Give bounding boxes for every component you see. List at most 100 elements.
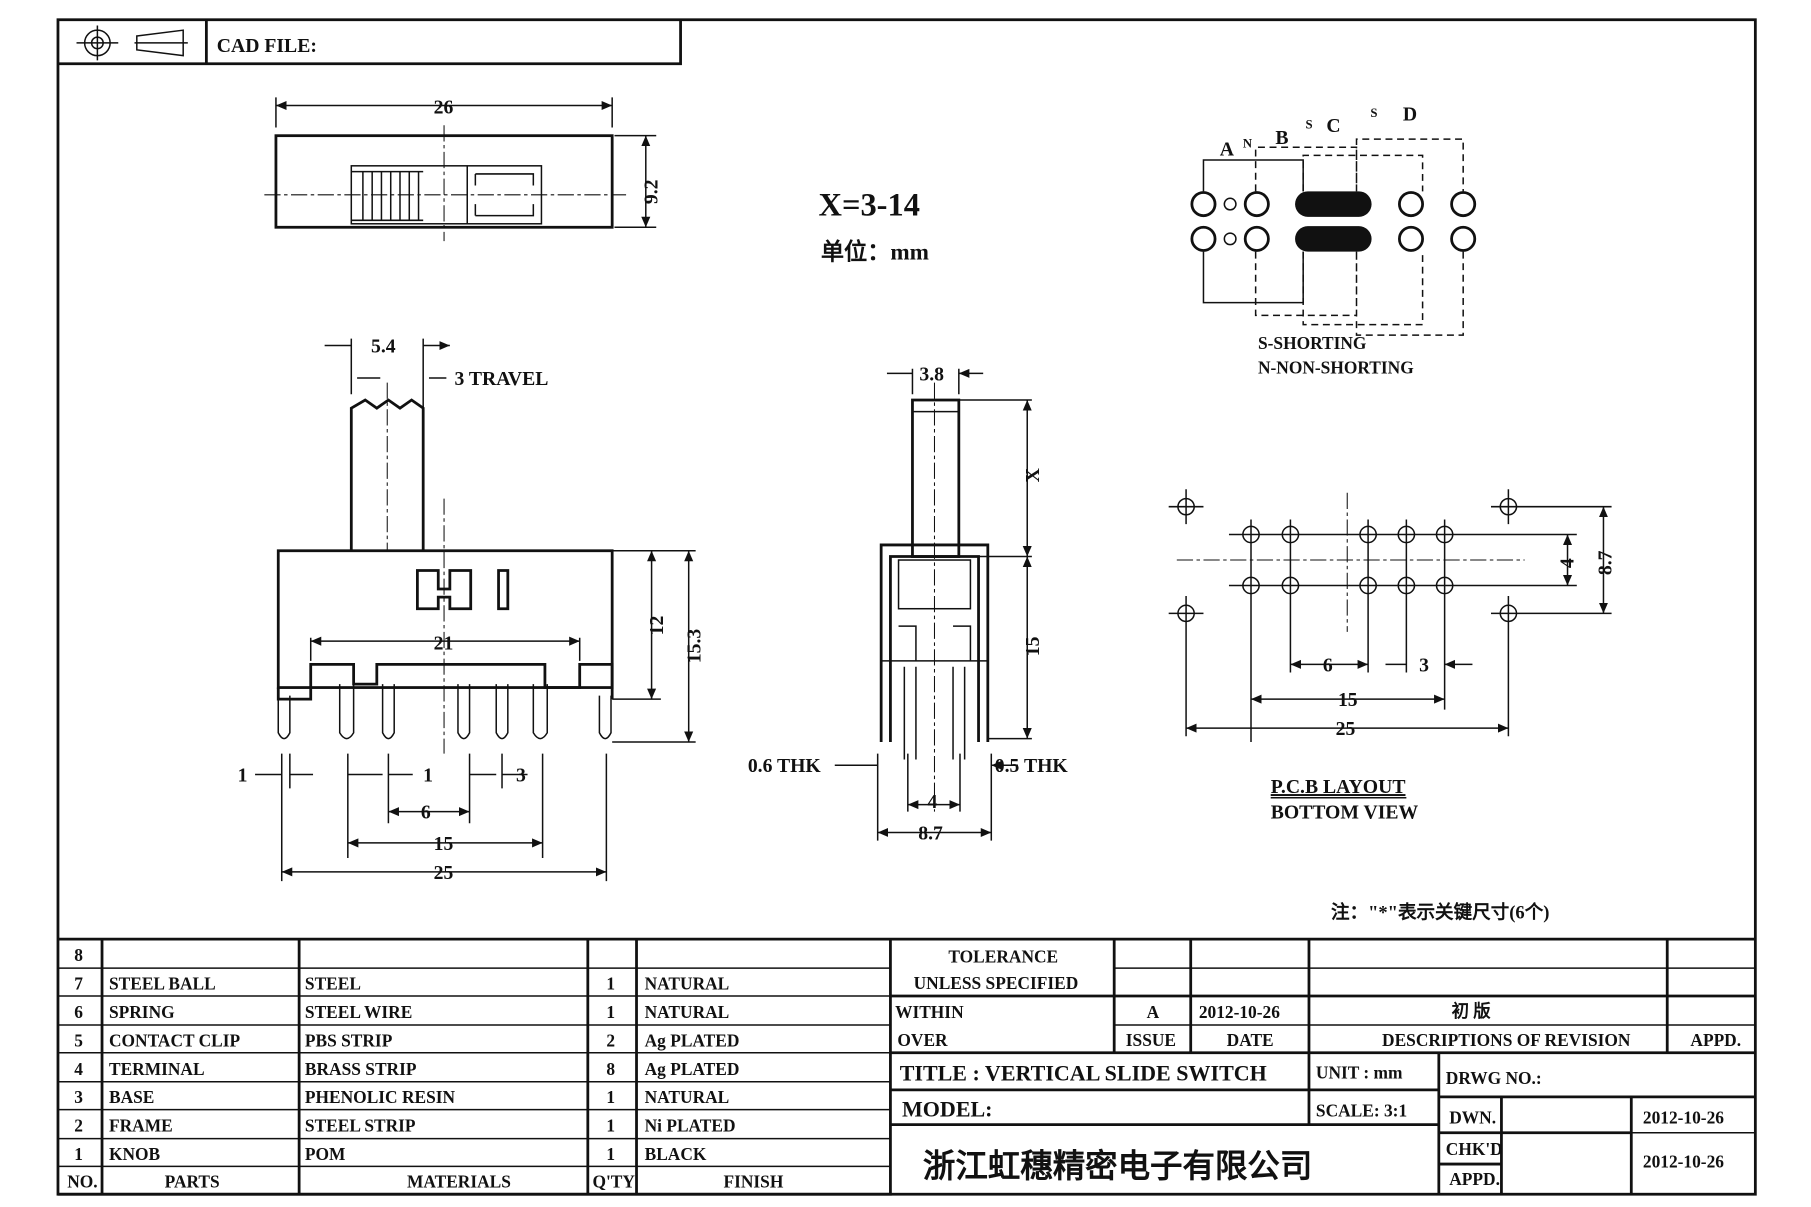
travel-label: 3 TRAVEL xyxy=(454,368,548,390)
header-no: NO. xyxy=(67,1172,97,1191)
pcb-dim-6: 6 xyxy=(1323,654,1333,676)
header-parts: PARTS xyxy=(165,1172,220,1191)
front-view: 5.4 3 TRAVEL 21 12 15.3 1 1 3 6 15 25 xyxy=(238,335,705,884)
bom-no: 1 xyxy=(74,1145,83,1164)
bom-no: 6 xyxy=(74,1003,83,1022)
dim-8-7-side: 8.7 xyxy=(918,822,943,844)
bom-finish: Ag PLATED xyxy=(645,1060,740,1079)
unless-specified-label: UNLESS SPECIFIED xyxy=(914,974,1079,993)
contact-schematic: A N B S C S D S-SHORTING N-NON-SHORTING xyxy=(1190,104,1477,377)
pcb-layout-title: P.C.B LAYOUT xyxy=(1271,776,1406,798)
bom-qty: 1 xyxy=(606,1117,615,1136)
issue-date: 2012-10-26 xyxy=(1199,1003,1280,1022)
dim-5-4: 5.4 xyxy=(371,335,396,357)
header-finish: FINISH xyxy=(723,1172,783,1191)
bom-qty: 1 xyxy=(606,1003,615,1022)
drawing-title: TITLE : VERTICAL SLIDE SWITCH xyxy=(900,1061,1267,1086)
chkd-label: CHK'D xyxy=(1446,1140,1503,1159)
date-label: DATE xyxy=(1227,1031,1274,1050)
bom-part: FRAME xyxy=(109,1117,173,1136)
bom-material: STEEL STRIP xyxy=(305,1117,416,1136)
bom-part: BASE xyxy=(109,1088,154,1107)
dim-12: 12 xyxy=(646,616,668,636)
model-label: MODEL: xyxy=(902,1097,993,1122)
bom-no: 8 xyxy=(74,946,83,965)
dim-1-left: 1 xyxy=(238,764,248,786)
revision-description: 初 版 xyxy=(1452,1001,1492,1021)
unit-note: 单位：mm xyxy=(821,239,929,266)
top-view: 26 9.2 xyxy=(264,97,662,242)
dim-26: 26 xyxy=(434,97,454,119)
within-label: WITHIN xyxy=(895,1003,964,1022)
label-a: A xyxy=(1220,138,1235,160)
bom-qty: 1 xyxy=(606,975,615,994)
bom-part: KNOB xyxy=(109,1145,161,1164)
dim-15-3: 15.3 xyxy=(683,629,705,664)
label-d: D xyxy=(1403,104,1417,126)
dwn-label: DWN. xyxy=(1449,1108,1496,1127)
appd-sign-label: APPD. xyxy=(1449,1170,1500,1189)
projection-symbol-icon xyxy=(76,25,188,61)
header-box: CAD FILE: xyxy=(57,19,682,66)
dim-4-side: 4 xyxy=(928,791,938,813)
legend-shorting: S-SHORTING xyxy=(1258,334,1367,353)
pcb-dim-8-7: 8.7 xyxy=(1595,550,1617,575)
label-s2: S xyxy=(1370,106,1377,120)
dwn-date: 2012-10-26 xyxy=(1643,1108,1724,1127)
legend-non-shorting: N-NON-SHORTING xyxy=(1258,358,1414,377)
pcb-dim-3: 3 xyxy=(1419,654,1429,676)
company-name: 浙江虹穗精密电子有限公司 xyxy=(923,1147,1312,1185)
dim-x: X xyxy=(1022,468,1044,482)
bom-finish: NATURAL xyxy=(645,975,730,994)
side-view: 3.8 X 15 0.6 THK 0.5 THK 4 8.7 xyxy=(748,363,1068,844)
bom-material: PBS STRIP xyxy=(305,1031,393,1050)
bom-no: 2 xyxy=(74,1117,83,1136)
appd-label: APPD. xyxy=(1690,1031,1741,1050)
table-row: 2 FRAME STEEL STRIP 1 Ni PLATED xyxy=(74,1117,735,1136)
bom-qty: 8 xyxy=(606,1060,615,1079)
pcb-layout-subtitle: BOTTOM VIEW xyxy=(1271,802,1419,824)
header-materials: MATERIALS xyxy=(407,1172,511,1191)
bom-material: POM xyxy=(305,1145,346,1164)
dim-0-6-thk: 0.6 THK xyxy=(748,755,822,777)
bom-part: TERMINAL xyxy=(109,1060,205,1079)
bom-qty: 1 xyxy=(606,1088,615,1107)
bom-finish: Ni PLATED xyxy=(645,1117,736,1136)
pcb-dim-4: 4 xyxy=(1556,558,1578,568)
key-dimension-note: 注："*"表示关键尺寸(6个) xyxy=(1331,901,1549,923)
bom-finish: BLACK xyxy=(645,1145,707,1164)
tolerance-label: TOLERANCE xyxy=(948,947,1058,966)
bom-no: 4 xyxy=(74,1060,83,1079)
pcb-dim-25: 25 xyxy=(1336,718,1356,740)
dim-3: 3 xyxy=(516,764,526,786)
dim-15-side: 15 xyxy=(1022,636,1044,656)
bom-part: SPRING xyxy=(109,1003,175,1022)
pcb-layout: 4 8.7 6 3 15 25 P.C.B LAYOUT BOTTOM VIEW xyxy=(1168,489,1617,824)
label-s1: S xyxy=(1305,118,1312,132)
x-range-spec: X=3-14 xyxy=(819,188,920,224)
header-qty: Q'TY xyxy=(592,1172,635,1191)
bom-no: 7 xyxy=(74,975,83,994)
dim-15: 15 xyxy=(434,833,454,855)
cad-file-label: CAD FILE: xyxy=(217,35,317,57)
bom-part: CONTACT CLIP xyxy=(109,1031,241,1050)
drawing-number-label: DRWG NO.: xyxy=(1446,1069,1542,1088)
dim-3-8: 3.8 xyxy=(919,363,944,385)
dim-25: 25 xyxy=(434,862,454,884)
dim-1-center: 1 xyxy=(423,764,433,786)
issue-label: ISSUE xyxy=(1126,1031,1176,1050)
bom-material: PHENOLIC RESIN xyxy=(305,1088,456,1107)
bom-part: STEEL BALL xyxy=(109,975,216,994)
over-label: OVER xyxy=(897,1031,948,1050)
bom-finish: NATURAL xyxy=(645,1088,730,1107)
dim-9-2: 9.2 xyxy=(640,179,662,204)
bom-qty: 1 xyxy=(606,1145,615,1164)
title-block: TOLERANCE UNLESS SPECIFIED WITHIN OVER A… xyxy=(890,939,1756,1195)
